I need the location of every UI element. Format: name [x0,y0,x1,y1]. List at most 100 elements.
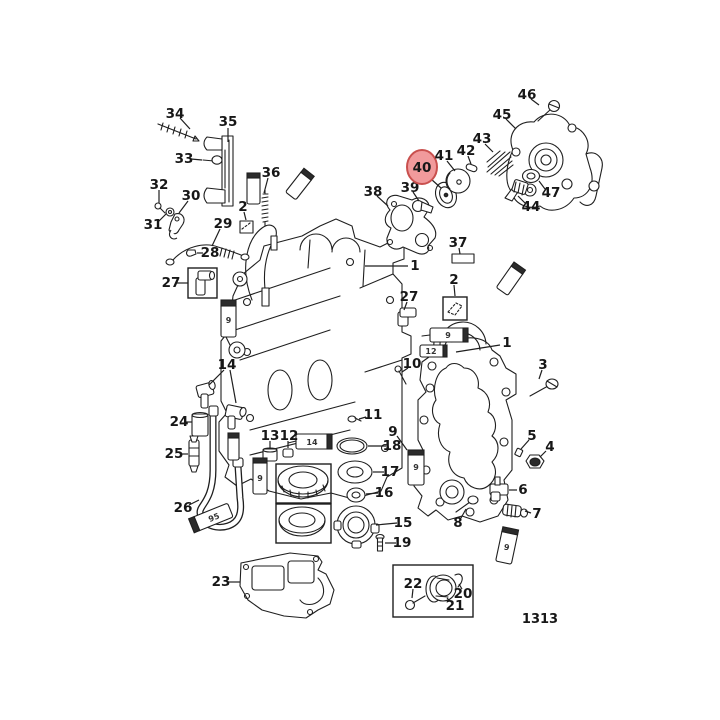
svg-text:24: 24 [170,414,189,430]
part-18-oring [336,437,368,455]
callout-45[interactable]: 45 [493,107,517,130]
callout-20[interactable]: 20 [454,583,473,602]
part-7-plug [502,503,529,518]
callout-42[interactable]: 42 [457,143,476,165]
callout-36[interactable]: 36 [262,165,281,194]
callout-18[interactable]: 18 [368,438,401,454]
callout-19[interactable]: 19 [385,535,411,551]
callout-26[interactable]: 26 [174,499,200,516]
callout-6[interactable]: 6 [509,482,528,498]
callout-1b[interactable]: 1 [455,335,512,353]
svg-text:10: 10 [403,356,422,372]
callout-3[interactable]: 3 [538,357,548,380]
part-32-screw [154,202,166,214]
part-5-pin [514,447,524,458]
svg-text:2: 2 [238,199,247,215]
callout-43[interactable]: 43 [473,131,494,153]
callout-17[interactable]: 17 [373,464,399,480]
svg-text:3: 3 [538,357,547,373]
svg-text:19: 19 [393,535,412,551]
callout-34[interactable]: 34 [166,106,191,130]
part-30-lever [168,213,185,240]
sealant-tube [246,172,261,205]
callout-39[interactable]: 39 [401,180,420,202]
part-2-patch [239,220,254,234]
part-16-seal [346,487,366,503]
part-6-elbow [489,476,509,502]
part-39-driver [411,199,434,214]
sealant-tube: 9 [252,457,268,495]
callout-22[interactable]: 22 [404,576,423,599]
tube-number: 95 [207,511,221,524]
svg-text:1: 1 [502,335,511,351]
part-4-plug [525,454,545,469]
thermostat-box [392,564,474,618]
svg-text:6: 6 [518,482,527,498]
part-24-sleeve [191,411,209,437]
svg-text:44: 44 [522,199,541,215]
callout-35[interactable]: 35 [219,114,238,142]
callout-27a[interactable]: 27 [162,275,188,291]
part-19-screw [375,533,385,552]
callout-28[interactable]: 28 [197,245,219,261]
tube-number: 14 [306,438,318,447]
callout-40-highlight[interactable]: 40 [406,149,442,189]
part-17-seal [337,460,373,484]
sealant-tube [227,432,240,461]
callout-15[interactable]: 15 [375,515,412,531]
callout-8[interactable]: 8 [453,508,467,531]
part-10-screw [394,365,407,385]
part-22-screw [404,595,426,611]
callout-27b[interactable]: 27 [400,289,419,311]
tube-number: 9 [226,316,232,325]
callout-7[interactable]: 7 [524,506,542,522]
tube-number: 9 [257,474,263,483]
callout-24[interactable]: 24 [170,414,192,430]
svg-text:47: 47 [542,185,561,201]
svg-text:35: 35 [219,114,238,130]
callout-41[interactable]: 41 [435,148,456,172]
svg-text:45: 45 [493,107,512,123]
callout-9[interactable]: 9 [388,424,408,451]
part-14-elbow-b [224,404,247,430]
part-29-cable [165,244,250,266]
part-2-box [442,296,468,321]
callout-21[interactable]: 21 [446,597,465,614]
callout-44[interactable]: 44 [517,195,541,215]
callout-4[interactable]: 4 [539,439,555,458]
callout-2a[interactable]: 2 [238,199,248,221]
callout-31[interactable]: 31 [144,213,167,233]
part-21-thermostat [425,574,457,603]
callout-47[interactable]: 47 [538,180,561,201]
callout-37[interactable]: 37 [449,235,468,255]
callout-14[interactable]: 14 [208,357,237,404]
callout-1a[interactable]: 1 [365,258,420,274]
callout-46[interactable]: 46 [518,87,540,106]
svg-text:32: 32 [150,177,169,193]
callout-13[interactable]: 13 [261,428,280,448]
callout-11[interactable]: 11 [358,407,382,423]
part-15-end-cap [333,505,380,549]
callout-12[interactable]: 12 [280,428,299,448]
svg-text:36: 36 [262,165,281,181]
callout-38[interactable]: 38 [364,184,389,207]
callout-30[interactable]: 30 [178,188,200,214]
callout-23[interactable]: 23 [212,574,240,590]
sealant-tube [496,261,527,296]
callout-10[interactable]: 10 [401,356,422,373]
svg-text:1: 1 [410,258,419,274]
tube-number: 9 [445,331,451,340]
callout-29[interactable]: 29 [211,216,232,247]
svg-text:13: 13 [261,428,280,444]
callout-16[interactable]: 16 [365,485,393,501]
callout-2b[interactable]: 2 [449,272,459,297]
callout-25[interactable]: 25 [165,446,188,462]
callout-32[interactable]: 32 [150,177,169,203]
part-33-bolt [202,155,223,165]
svg-text:34: 34 [166,106,185,122]
part-31-washer [165,207,175,217]
callout-33[interactable]: 33 [175,151,203,167]
callout-5[interactable]: 5 [520,428,537,450]
